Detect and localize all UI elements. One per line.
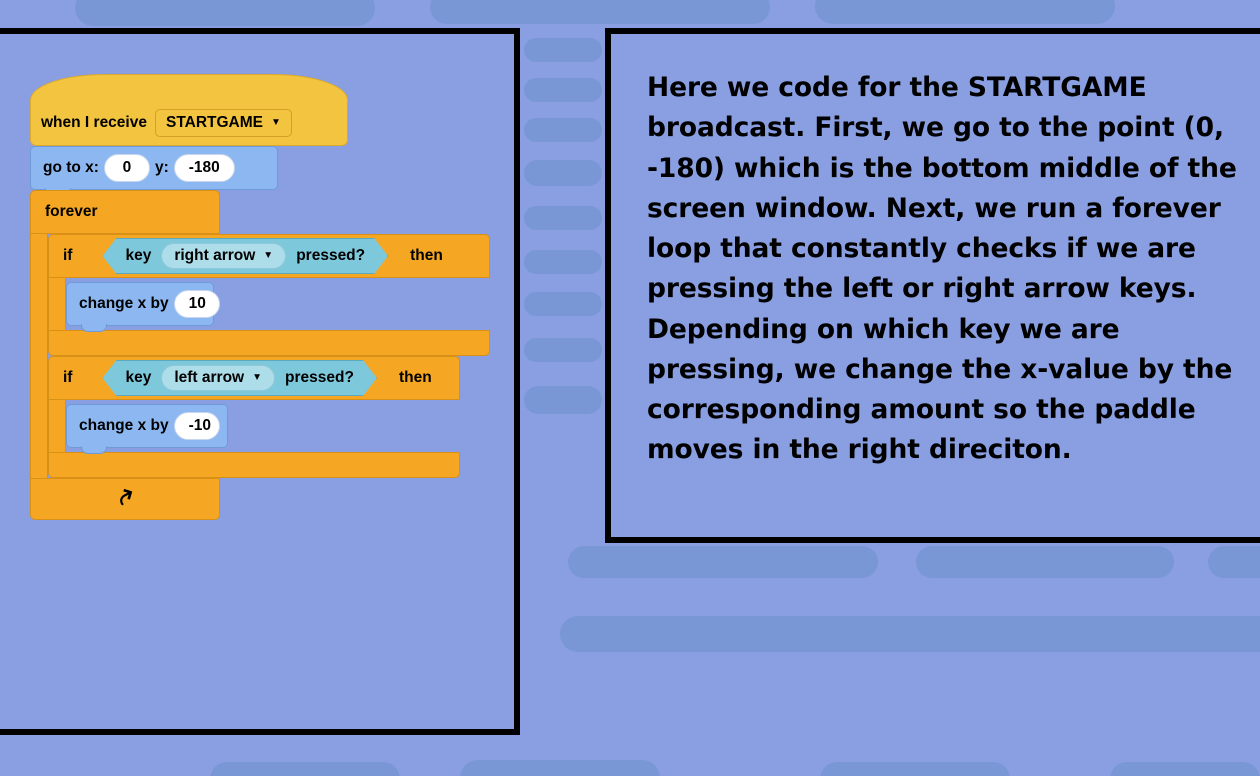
key-dropdown-value-right: right arrow	[174, 247, 256, 264]
forever-spine	[30, 234, 48, 478]
pressed-label-right: pressed?	[296, 247, 366, 264]
forever-body: if key right arrow ▼ pressed? then	[48, 234, 490, 478]
deco-pill	[916, 546, 1174, 578]
hat-block-body[interactable]: when I receive STARTGAME ▼	[30, 100, 348, 146]
sensing-key-pressed-right[interactable]: key right arrow ▼ pressed?	[102, 238, 388, 274]
change-x-by-label-right: change x by	[79, 295, 169, 312]
deco-pill	[560, 616, 1260, 652]
deco-pill	[75, 0, 375, 26]
deco-pill	[524, 78, 602, 102]
deco-pill	[1208, 546, 1260, 578]
loop-arrow-icon	[113, 485, 137, 513]
forever-footer	[30, 478, 220, 520]
if-left-footer	[48, 452, 460, 478]
forever-header[interactable]: forever	[30, 190, 220, 234]
chevron-down-icon: ▼	[252, 372, 263, 383]
block-change-x-by-10[interactable]: change x by 10	[66, 282, 220, 332]
deco-pill	[524, 250, 602, 274]
block-change-x-by-minus-10[interactable]: change x by -10	[66, 404, 228, 454]
explanation-panel: Here we code for the STARTGAME broadcast…	[605, 28, 1260, 543]
deco-pill	[524, 118, 602, 142]
if-right-header[interactable]: if key right arrow ▼ pressed? then	[48, 234, 490, 278]
sensing-key-pressed-left[interactable]: key left arrow ▼ pressed?	[102, 360, 376, 396]
block-notch	[81, 446, 107, 454]
if-left-spine	[48, 400, 66, 452]
deco-pill	[430, 0, 770, 24]
go-to-x-label: go to x:	[43, 159, 99, 176]
explanation-text: Here we code for the STARTGAME broadcast…	[647, 72, 1237, 466]
key-dropdown-value-left: left arrow	[174, 369, 245, 386]
key-dropdown-right[interactable]: right arrow ▼	[161, 243, 286, 269]
deco-pill	[524, 292, 602, 316]
then-label-left: then	[398, 369, 432, 386]
chevron-down-icon: ▼	[271, 116, 281, 128]
deco-pill	[524, 338, 602, 362]
if-left-header[interactable]: if key left arrow ▼ pressed? then	[48, 356, 460, 400]
block-notch	[81, 324, 107, 332]
change-x-by-label-left: change x by	[79, 417, 169, 434]
deco-pill	[820, 762, 1010, 776]
block-go-to-xy[interactable]: go to x: 0 y: -180	[30, 146, 278, 196]
if-right-body: change x by 10	[66, 278, 220, 332]
chevron-down-icon: ▼	[263, 250, 274, 261]
block-if-left-arrow[interactable]: if key left arrow ▼ pressed? then	[48, 356, 490, 478]
broadcast-dropdown-value: STARTGAME	[165, 113, 263, 131]
if-right-label: if	[63, 247, 73, 264]
loop-arrow-glyph	[120, 488, 133, 506]
when-i-receive-label: when I receive	[41, 113, 147, 131]
deco-pill	[524, 206, 602, 230]
deco-pill	[460, 760, 660, 776]
go-to-x-input[interactable]: 0	[103, 154, 150, 182]
if-left-label: if	[63, 369, 73, 386]
block-if-right-arrow[interactable]: if key right arrow ▼ pressed? then	[48, 234, 490, 356]
block-when-i-receive[interactable]: when I receive STARTGAME ▼	[30, 74, 490, 146]
key-dropdown-left[interactable]: left arrow ▼	[161, 365, 275, 391]
then-label-right: then	[410, 247, 443, 264]
broadcast-dropdown[interactable]: STARTGAME ▼	[154, 108, 292, 137]
go-to-y-input[interactable]: -180	[173, 154, 235, 182]
go-to-y-label: y:	[154, 159, 169, 176]
code-panel: when I receive STARTGAME ▼ go to x: 0 y:…	[0, 28, 520, 735]
if-right-spine	[48, 278, 66, 330]
key-label-right: key	[125, 247, 152, 264]
deco-pill	[524, 160, 602, 186]
deco-pill	[210, 762, 400, 776]
deco-pill	[524, 386, 602, 414]
deco-pill	[815, 0, 1115, 24]
deco-pill	[568, 546, 878, 578]
deco-pill	[524, 38, 602, 62]
scratch-script: when I receive STARTGAME ▼ go to x: 0 y:…	[30, 74, 490, 520]
if-left-body: change x by -10	[66, 400, 228, 454]
if-right-footer	[48, 330, 490, 356]
pressed-label-left: pressed?	[285, 369, 354, 386]
forever-label: forever	[45, 203, 98, 220]
block-forever[interactable]: forever if key right arrow	[30, 190, 490, 520]
change-x-value-left[interactable]: -10	[173, 412, 220, 440]
key-label-left: key	[125, 369, 152, 386]
change-x-value-right[interactable]: 10	[173, 290, 220, 318]
deco-pill	[1110, 762, 1260, 776]
hat-block-curve	[30, 74, 348, 100]
